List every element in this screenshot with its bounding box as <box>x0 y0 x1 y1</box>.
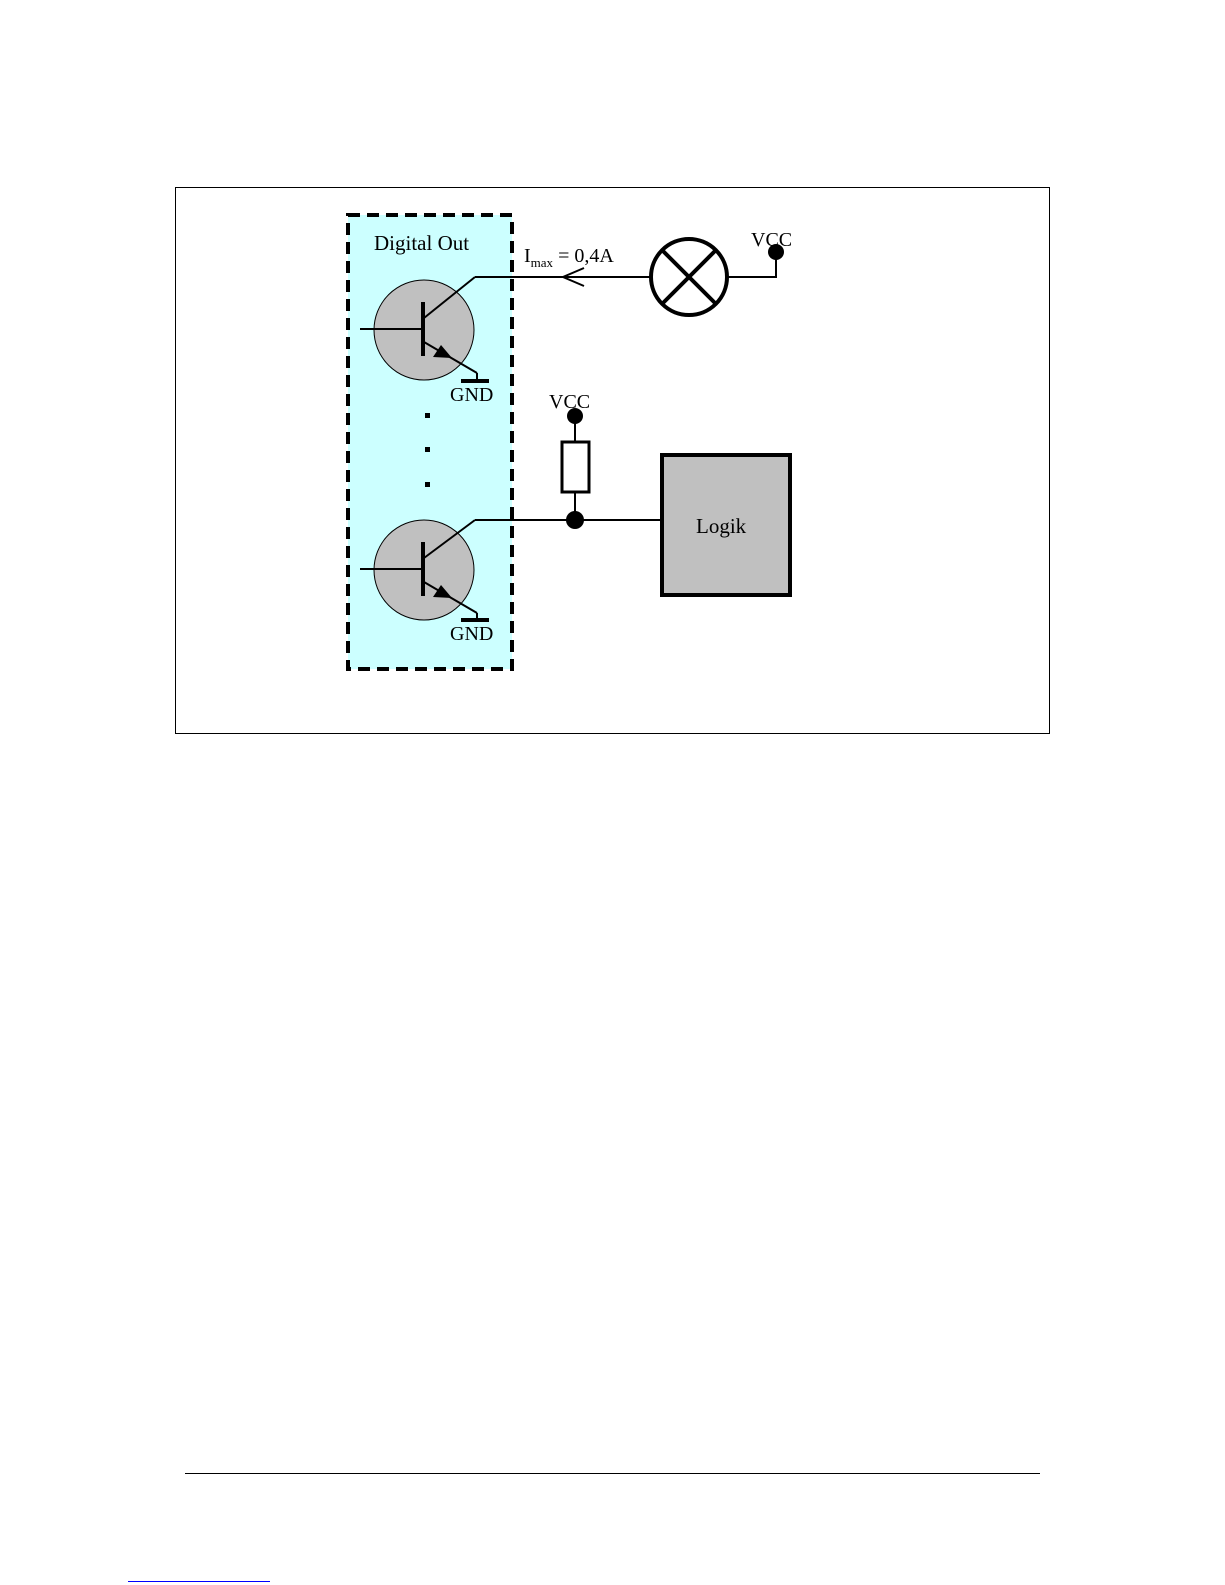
current-label-sub: max <box>531 255 554 270</box>
ellipsis-dot-2 <box>425 447 430 452</box>
current-label-main: I <box>524 245 531 267</box>
gnd-label-bottom: GND <box>450 623 493 645</box>
lamp-symbol <box>651 239 727 315</box>
ellipsis-dot-1 <box>425 413 430 418</box>
ellipsis-dot-3 <box>425 482 430 487</box>
vcc-label-resistor: VCC <box>549 391 590 413</box>
junction-node <box>566 511 584 529</box>
current-label-value: = 0,4A <box>553 245 614 267</box>
module-label: Digital Out <box>374 231 469 255</box>
pull-up-resistor <box>562 442 589 492</box>
gnd-label-top: GND <box>450 384 493 406</box>
vcc-label-lamp: VCC <box>751 229 792 251</box>
logic-label: Logik <box>696 514 747 538</box>
figure-frame <box>176 188 1050 734</box>
